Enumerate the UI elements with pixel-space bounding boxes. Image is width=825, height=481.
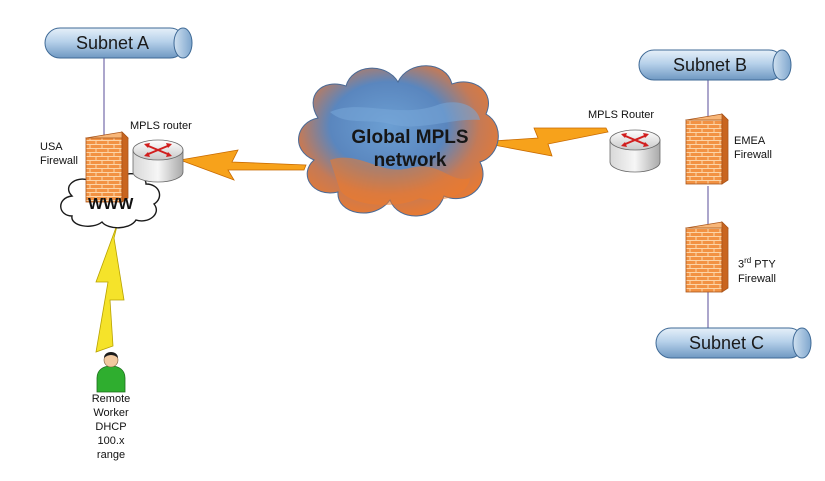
remote-worker-person-icon — [96, 352, 126, 393]
subnet-b-label: Subnet B — [673, 55, 748, 75]
remote-worker-label-line3: DHCP — [95, 421, 127, 433]
remote-worker-label-line1: Remote — [91, 393, 131, 405]
usa-mpls-router-icon — [132, 139, 184, 183]
subnet-a-label: Subnet A — [76, 33, 150, 53]
emea-firewall-label-line2: Firewall — [734, 149, 772, 161]
lightning-bolt-usa-to-mpls — [178, 149, 307, 181]
usa-mpls-router-label: MPLS router — [130, 120, 192, 132]
remote-worker-label-line5: range — [96, 449, 126, 461]
third-party-firewall-label: 3rd PTY Firewall — [738, 254, 776, 286]
third-party-firewall-icon — [685, 221, 729, 293]
emea-firewall-label: EMEA Firewall — [734, 134, 772, 162]
subnet-c-pipe — [655, 327, 812, 359]
third-party-firewall-label-line2: Firewall — [738, 272, 776, 285]
third-party-sup: rd — [744, 256, 752, 265]
remote-worker-label: Remote Worker DHCP 100.x range — [88, 392, 134, 462]
lightning-bolt-remote-worker — [95, 221, 125, 353]
emea-firewall-label-line1: EMEA — [734, 135, 766, 147]
global-mpls-label-line1: Global MPLS — [351, 127, 469, 148]
third-party-firewall-label-line1: 3rd PTY — [738, 254, 776, 272]
remote-worker-label-line2: Worker — [93, 407, 129, 419]
lightning-bolt-mpls-to-emea — [477, 127, 609, 157]
usa-firewall-label-line2: Firewall — [40, 155, 78, 167]
emea-mpls-router-label: MPLS Router — [588, 109, 655, 121]
remote-worker-label-line4: 100.x — [97, 435, 125, 447]
emea-firewall-icon — [685, 113, 729, 185]
usa-firewall-icon — [85, 131, 129, 203]
usa-firewall-label-line1: USA — [40, 141, 63, 153]
subnet-a-pipe — [44, 27, 193, 59]
subnet-b-pipe — [638, 49, 792, 81]
third-party-prefix: 3 — [738, 258, 745, 271]
third-party-suffix: PTY — [751, 258, 776, 271]
emea-mpls-router-icon — [609, 129, 661, 173]
global-mpls-label: Global MPLS network — [340, 126, 480, 172]
usa-firewall-label: USA Firewall — [40, 140, 78, 168]
www-label: WWW — [88, 196, 134, 213]
global-mpls-cloud — [298, 65, 499, 217]
global-mpls-label-line2: network — [373, 150, 447, 171]
subnet-c-label: Subnet C — [689, 333, 765, 353]
